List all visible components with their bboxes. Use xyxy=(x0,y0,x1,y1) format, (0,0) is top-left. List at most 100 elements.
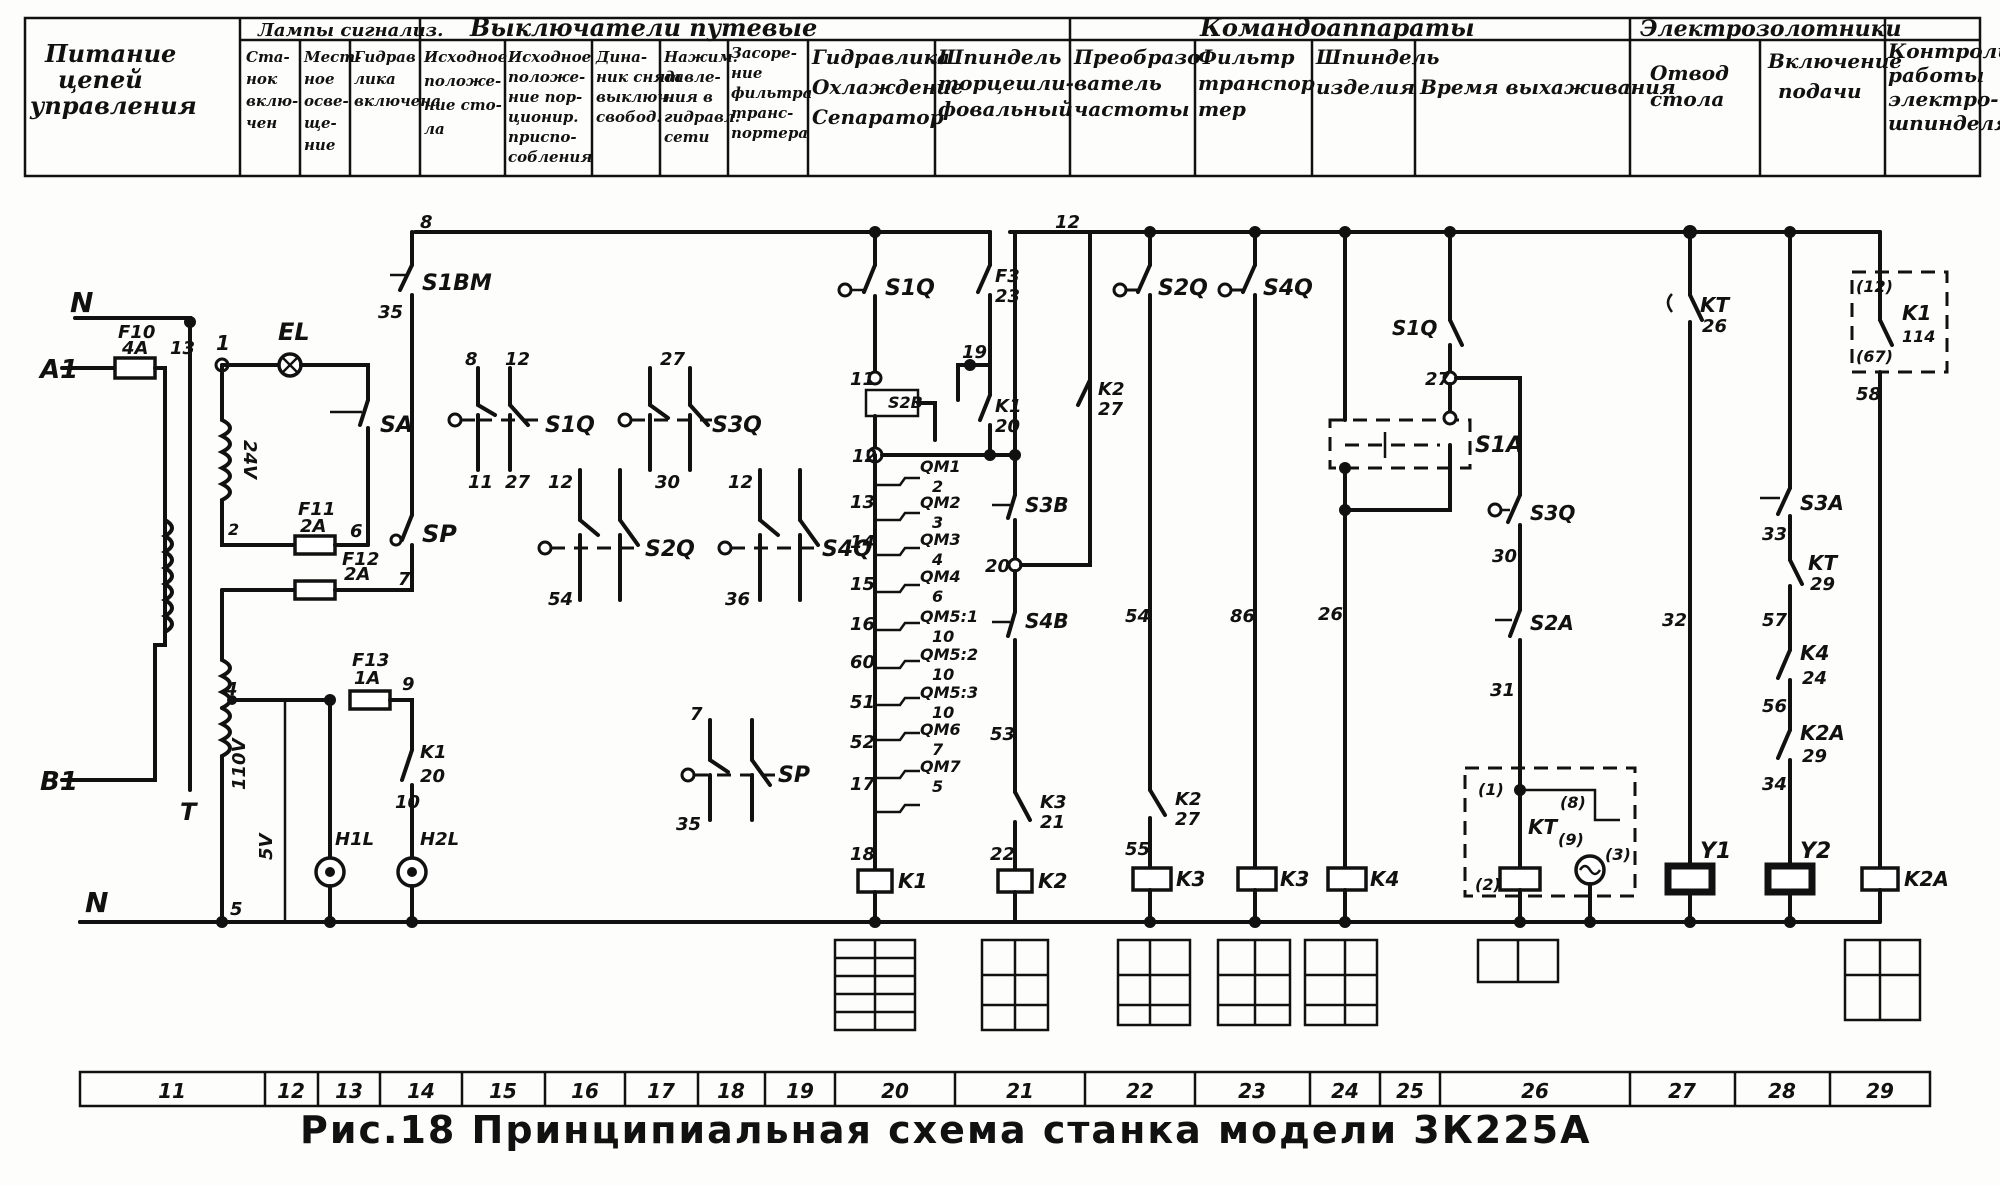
label-n51-k1: 51 xyxy=(850,692,875,713)
label-k1-20b: K1 xyxy=(995,396,1021,417)
label-n4: 4 xyxy=(224,679,238,700)
label-f10-rating: 4A xyxy=(121,338,148,359)
label-n32: 32 xyxy=(1662,610,1687,631)
label-n2: 2 xyxy=(228,520,239,539)
label-qm3: QM3 xyxy=(920,530,961,549)
label-n11-k1: 11 xyxy=(850,369,875,390)
label-n86: 86 xyxy=(1230,606,1255,627)
kt-relay-box xyxy=(1463,766,1637,898)
ruler-cell-13: 13 xyxy=(335,1079,363,1103)
column-y1: KT 26 32 Y1 xyxy=(1662,225,1731,928)
label-kt-26: KT xyxy=(1700,293,1730,317)
label-s1q-a: S1Q xyxy=(545,413,595,438)
label-n13-k1: 13 xyxy=(850,492,875,513)
column-k3: S2Q 54 K2 27 55 K3 S4Q 86 K3 xyxy=(1112,226,1313,928)
label-qm53n: 10 xyxy=(932,703,954,722)
label-y2: Y2 xyxy=(1800,839,1831,864)
fuse-f12 xyxy=(293,579,337,601)
fuse-f13 xyxy=(348,689,392,711)
ruler-cell-17: 17 xyxy=(647,1079,675,1103)
label-sa: SA xyxy=(380,413,413,438)
label-s3b: S3B xyxy=(1025,493,1069,517)
label-k4-24n: 24 xyxy=(1802,668,1827,689)
ruler-cell-27: 27 xyxy=(1668,1079,1696,1103)
hdr-col-2: Мест- xyxy=(303,48,361,66)
header-group-command: Командоаппараты xyxy=(1199,13,1475,42)
label-s4q-main: S4Q xyxy=(1263,276,1313,301)
label-kt-p1: (1) xyxy=(1478,780,1504,799)
label-n60-k1: 60 xyxy=(850,652,875,673)
hdr-col-7b: давле- xyxy=(664,68,721,86)
hdr-col-3: Гидрав xyxy=(353,48,416,66)
hdr-col-9c: Сепаратор xyxy=(812,105,944,129)
hdr-col-8e: портера xyxy=(731,124,808,142)
label-k1-114: K1 xyxy=(1902,301,1931,325)
hdr-col-12c: тер xyxy=(1198,97,1246,121)
hdr-col-2e: ние xyxy=(304,136,335,154)
label-k2-27bn: 27 xyxy=(1175,809,1201,830)
hdr-col-11c: частоты xyxy=(1074,97,1189,121)
hdr-col-17b: работы xyxy=(1888,63,1984,87)
ruler-cell-19: 19 xyxy=(786,1079,814,1103)
label-n54-k3: 54 xyxy=(1125,606,1150,627)
hdr-col-2c: осве- xyxy=(304,92,349,110)
ref-table-k4 xyxy=(1303,938,1379,1027)
label-a1: A1 xyxy=(38,355,78,385)
label-qm51: QM5:1 xyxy=(920,607,978,626)
label-n22: 22 xyxy=(990,844,1015,865)
label-qm1: QM1 xyxy=(920,457,961,476)
label-b1: B1 xyxy=(40,767,78,797)
label-n16-k1: 16 xyxy=(850,614,875,635)
label-qm51n: 10 xyxy=(932,627,954,646)
label-n15-k1: 15 xyxy=(850,574,875,595)
hdr-col-6: Дина- xyxy=(595,48,647,66)
label-s2q-54: 54 xyxy=(548,589,573,610)
label-kt-p9: (9) xyxy=(1558,830,1584,849)
hdr-col-2b: ное xyxy=(304,70,334,88)
label-h2l: H2L xyxy=(420,829,459,850)
coil-k2 xyxy=(996,868,1034,894)
figure-caption: Рис.18 Принципиальная схема станка модел… xyxy=(300,1108,1592,1152)
k1-114-box xyxy=(1850,270,1949,374)
label-coil-k2a: K2A xyxy=(1904,867,1949,891)
label-n30-kt: 30 xyxy=(1492,546,1517,567)
label-s4q-a: S4Q xyxy=(822,537,872,562)
label-s1q-k4: S1Q xyxy=(1392,316,1437,340)
hdr-col-5: Исходное xyxy=(507,48,591,66)
label-n10: 10 xyxy=(395,792,420,813)
secondary-coil-24v xyxy=(217,418,232,502)
label-qm2: QM2 xyxy=(920,493,961,512)
label-y1: Y1 xyxy=(1700,839,1731,864)
label-coil-k1: K1 xyxy=(898,869,927,893)
label-s3q-a: S3Q xyxy=(712,413,762,438)
label-s2a: S2A xyxy=(1530,611,1574,635)
label-coil-k2: K2 xyxy=(1038,869,1067,893)
header-group-limit-switches: Выключатели путевые xyxy=(469,13,817,42)
label-n8: 8 xyxy=(420,212,433,233)
label-n55: 55 xyxy=(1125,839,1150,860)
label-s4b: S4B xyxy=(1025,609,1069,633)
header-table: Питание цепей управления Лампы сигнализ.… xyxy=(23,13,2000,178)
label-k2-27b: K2 xyxy=(1175,789,1201,810)
label-el: EL xyxy=(278,318,310,346)
label-sp: SP xyxy=(422,520,457,548)
label-110v: 110V xyxy=(229,736,250,790)
label-n12-bus: 12 xyxy=(1055,212,1080,233)
label-qm7: QM7 xyxy=(920,757,962,776)
hdr-col-9: Гидравлика xyxy=(811,45,950,69)
label-k1-114n: 114 xyxy=(1902,327,1935,346)
label-sp-35: 35 xyxy=(676,814,701,835)
label-n26: 26 xyxy=(1318,604,1343,625)
label-n31: 31 xyxy=(1490,680,1515,701)
label-n9: 9 xyxy=(402,674,415,695)
label-coil-k3b: K3 xyxy=(1280,867,1309,891)
label-qm52: QM5:2 xyxy=(920,645,978,664)
label-f11-rating: 2A xyxy=(300,516,326,537)
label-5v: 5V xyxy=(256,831,277,860)
label-kt-29n: 29 xyxy=(1810,574,1835,595)
hdr-col-8b: ние xyxy=(731,64,762,82)
hdr-col-17d: шпинделя xyxy=(1888,111,2000,135)
hdr-col-5e: приспо- xyxy=(508,128,577,146)
label-n58: 58 xyxy=(1856,384,1881,405)
